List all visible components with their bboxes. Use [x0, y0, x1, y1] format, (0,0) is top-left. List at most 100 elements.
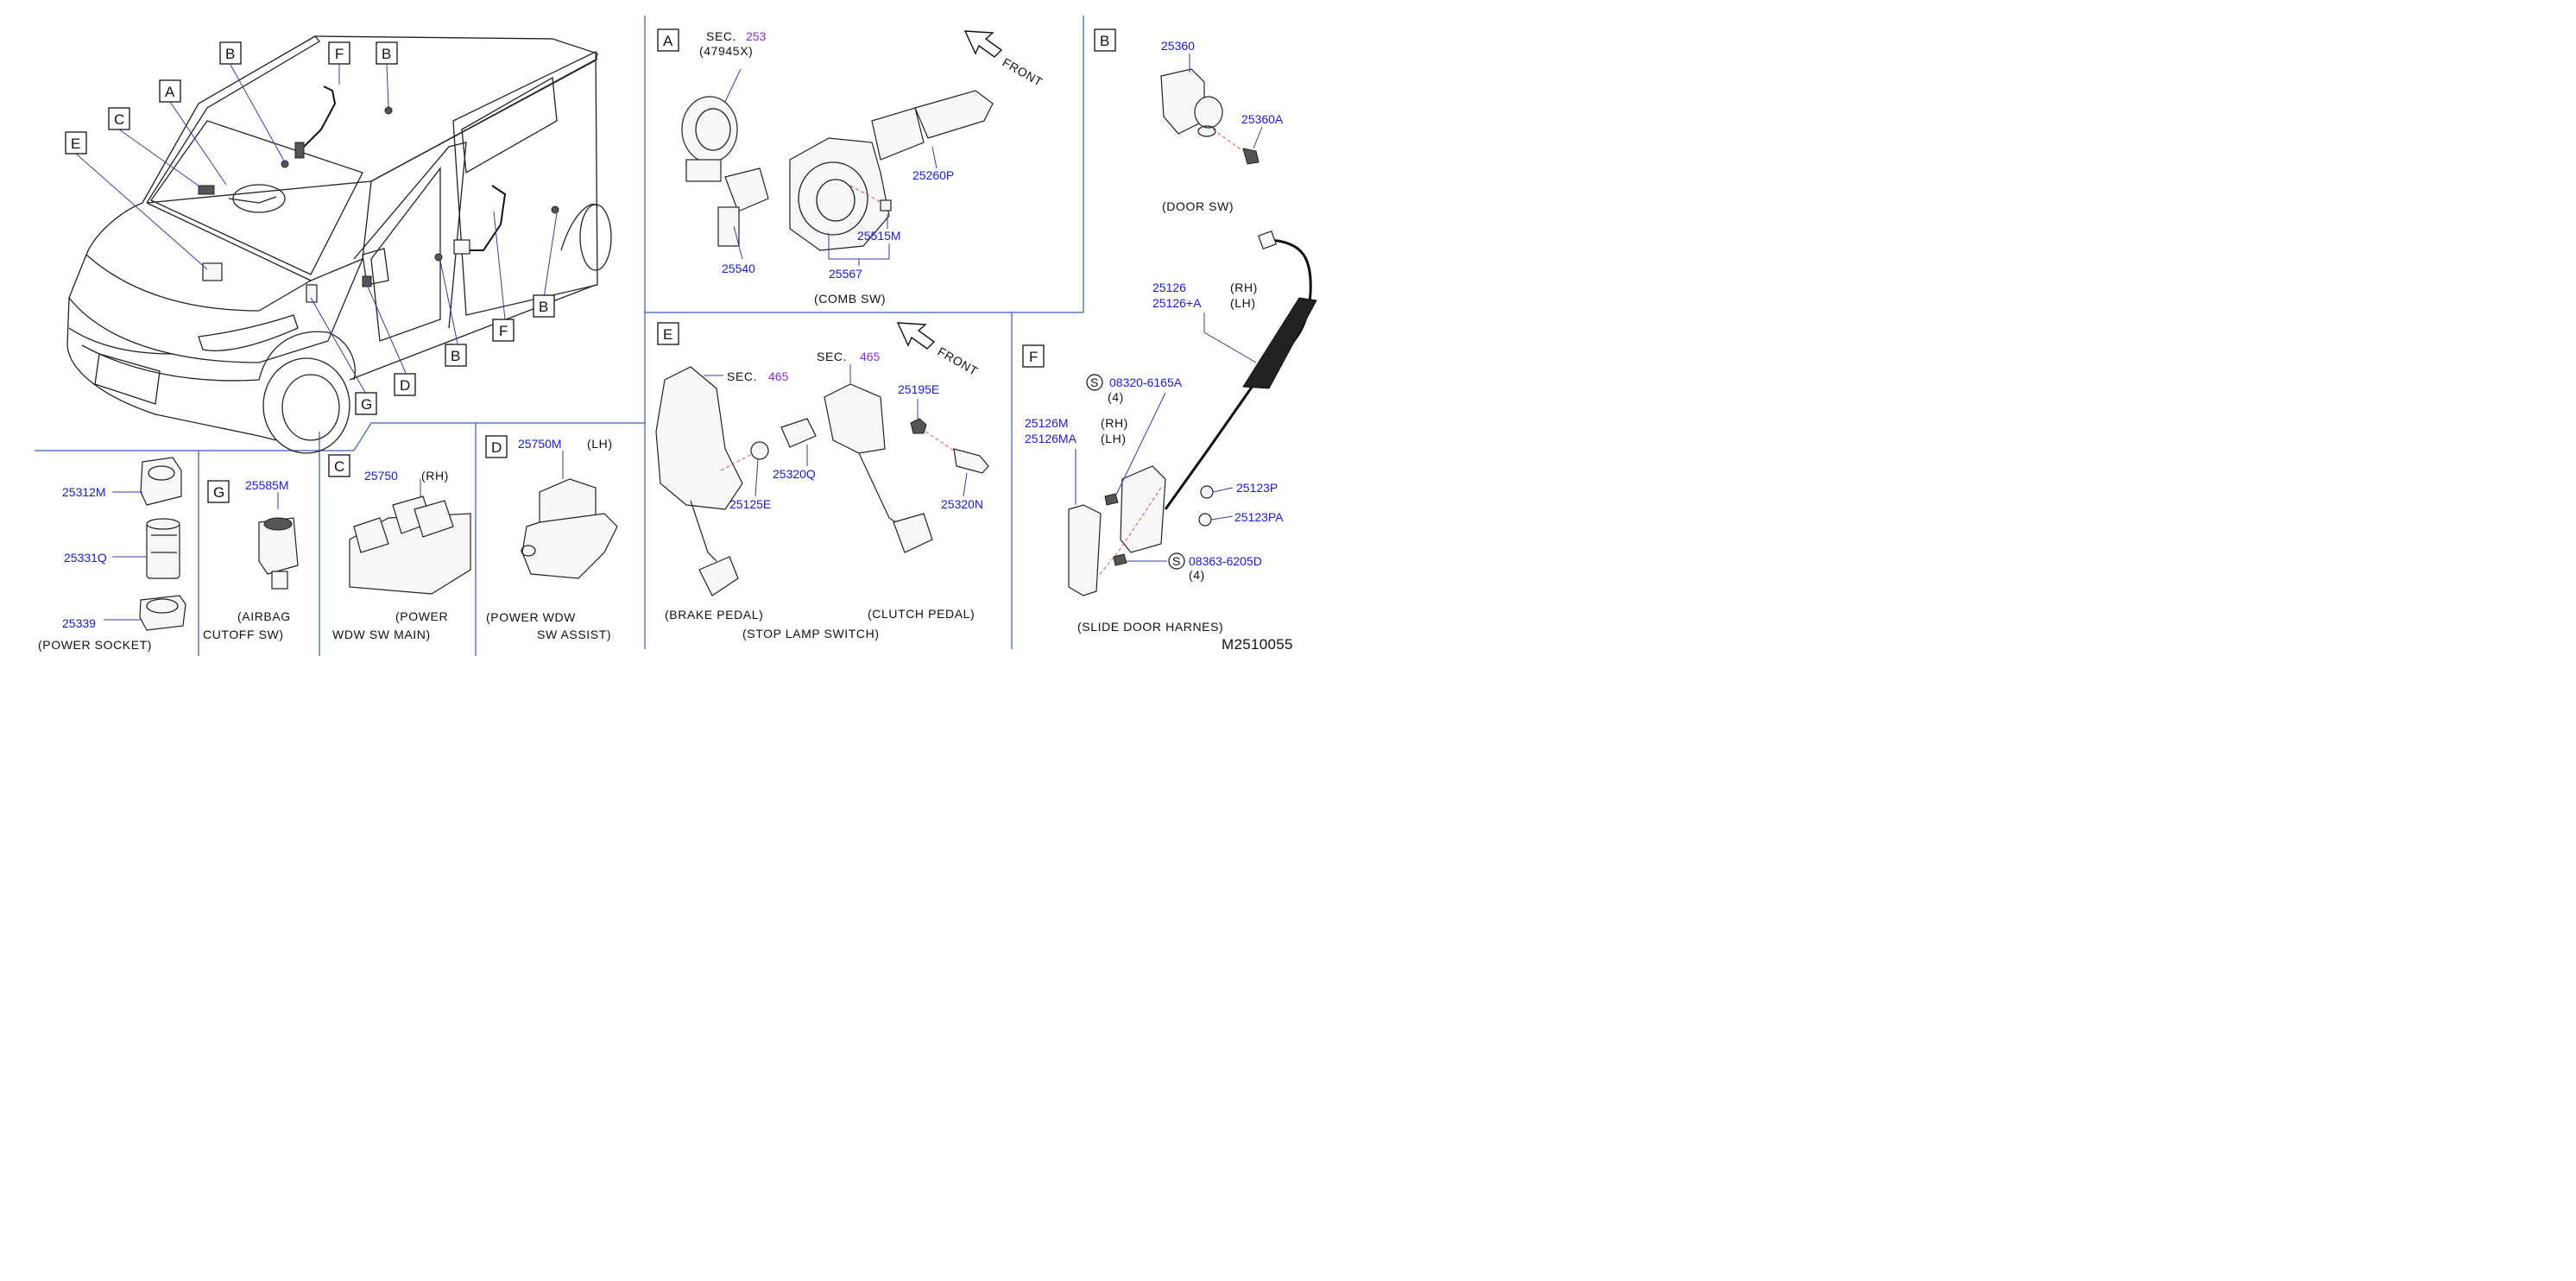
section-a-comb-sw: A SEC. 253 (47945X) FRONT: [657, 28, 1045, 266]
part-number: 25320Q: [773, 467, 816, 481]
tag-lh: (LH): [1101, 432, 1127, 445]
part-number: 25126M: [1025, 416, 1069, 430]
part-number: 25331Q: [64, 551, 107, 565]
section-e-letter: E: [663, 326, 672, 343]
tag-lh: (LH): [1230, 296, 1256, 310]
callout-box-b-1: [219, 41, 242, 65]
callout-letter-c: C: [114, 111, 124, 128]
section-a-labels: 25260P 25515M 25540 25567 (COMB SW): [722, 168, 954, 306]
caption-cutoff-sw: CUTOFF SW): [203, 628, 284, 641]
part-number: 25126+A: [1152, 296, 1202, 310]
caption-power-wdw: (POWER WDW: [486, 610, 576, 624]
caption-comb-sw: (COMB SW): [814, 292, 886, 306]
section-f-letter: F: [1029, 349, 1038, 365]
tag-rh: (RH): [1101, 416, 1128, 430]
callout-box-f-1: [328, 41, 350, 65]
caption-slide-door-harness: (SLIDE DOOR HARNES): [1077, 620, 1223, 634]
section-power-socket: 25312M 25331Q 25339 (POWER SOCKET): [38, 457, 186, 652]
frame-lines: [35, 16, 1084, 656]
part-number: 25567: [829, 267, 862, 281]
part-number: 25540: [722, 262, 755, 275]
part-number: 25339: [62, 616, 96, 630]
tag-rh: (RH): [421, 469, 449, 483]
screw-symbol: S: [1090, 375, 1099, 389]
callout-box-c: [108, 107, 130, 130]
caption-brake-pedal: (BRAKE PEDAL): [665, 608, 763, 622]
part-number: 25126MA: [1025, 432, 1077, 445]
section-f-slide-door-harness: F S S 25126 (RH) 25126+A (LH) 08320-6165…: [1022, 230, 1317, 653]
section-g-letter: G: [213, 484, 224, 501]
section-d-letter: D: [491, 439, 502, 456]
sec-label: SEC.: [727, 369, 757, 383]
section-b-door-sw: B 25360 25360A (DOOR SW): [1094, 28, 1284, 213]
part-number: 25515M: [857, 229, 901, 243]
tag-lh: (LH): [587, 437, 613, 451]
part-number: 08320-6165A: [1109, 375, 1183, 389]
sec-number: 253: [746, 29, 767, 43]
part-number: 25320N: [941, 497, 983, 511]
section-c-letter: C: [334, 458, 344, 475]
section-g-box: [207, 480, 230, 503]
callout-letter-f: F: [499, 323, 508, 339]
callout-letter-b: B: [225, 46, 235, 62]
diagram-id: M2510055: [1222, 636, 1293, 653]
sec-ref: (47945X): [699, 44, 753, 58]
section-e-stop-lamp: E FRONT SEC. 465 SEC. 465 25195E 25320Q …: [655, 322, 989, 640]
part-number: 25750: [364, 469, 398, 483]
callout-box-b-2: [376, 41, 398, 65]
front-arrow-icon: [963, 30, 1003, 58]
section-a-letter: A: [663, 33, 673, 49]
caption-power-socket: (POWER SOCKET): [38, 638, 152, 652]
section-a-box: [657, 28, 679, 52]
callout-box-b-3: [533, 294, 555, 318]
part-number: 25360A: [1241, 112, 1284, 126]
part-number: 25260P: [912, 168, 954, 182]
callout-box-f-2: [492, 319, 515, 342]
front-arrow-icon: [896, 322, 936, 350]
part-number: 08363-6205D: [1189, 554, 1262, 568]
section-b-letter: B: [1100, 33, 1109, 49]
front-label: FRONT: [936, 344, 981, 378]
sec-label: SEC.: [706, 29, 736, 43]
part-number: 25125E: [729, 497, 771, 511]
caption-sw-assist: SW ASSIST): [537, 628, 611, 641]
van-illustration: [66, 35, 612, 454]
sec-number: 465: [768, 369, 789, 383]
callout-box-e: [65, 131, 87, 155]
part-number: 25312M: [62, 485, 106, 499]
callout-letter-b: B: [539, 299, 548, 315]
section-e-box: [657, 322, 679, 345]
callout-box-a: [159, 79, 181, 103]
part-number: 25195E: [898, 382, 939, 396]
section-f-box: [1022, 344, 1045, 368]
caption-power: (POWER: [395, 609, 448, 623]
section-d-box: [485, 435, 508, 458]
part-number: 25585M: [245, 478, 289, 492]
quantity: (4): [1108, 390, 1124, 404]
callout-box-b-4: [445, 344, 467, 367]
callout-box-d: [394, 373, 416, 396]
caption-airbag: (AIRBAG: [237, 609, 291, 623]
parts-diagram: E C A B F B B F B D G A SEC. 253 (47945X…: [35, 16, 1317, 656]
caption-clutch-pedal: (CLUTCH PEDAL): [868, 607, 975, 621]
callout-letter-f: F: [335, 46, 344, 62]
quantity: (4): [1189, 568, 1205, 582]
part-number: 25123PA: [1234, 510, 1284, 524]
caption-stop-lamp-switch: (STOP LAMP SWITCH): [742, 627, 880, 640]
section-c-power-window-main: C 25750 (RH) (POWER WDW SW MAIN): [328, 454, 471, 641]
van-callout-boxes: E C A B F B B F B D G: [65, 41, 555, 415]
callout-letter-b: B: [382, 46, 391, 62]
section-d-power-window-assist: D 25750M (LH) (POWER WDW SW ASSIST): [485, 435, 618, 641]
sec-label: SEC.: [817, 350, 847, 363]
callout-letter-e: E: [71, 136, 80, 152]
caption-door-sw: (DOOR SW): [1162, 199, 1234, 213]
callout-box-g: [355, 392, 377, 415]
callout-letter-b: B: [451, 348, 460, 364]
sec-number: 465: [860, 350, 881, 363]
screw-symbol-icon: [1168, 552, 1185, 570]
callout-letter-g: G: [361, 396, 372, 413]
section-b-box: [1094, 28, 1116, 52]
tag-rh: (RH): [1230, 281, 1258, 294]
part-number: 25750M: [518, 437, 562, 451]
section-g-airbag-cutoff-sw: G 25585M (AIRBAG CUTOFF SW): [203, 478, 299, 641]
